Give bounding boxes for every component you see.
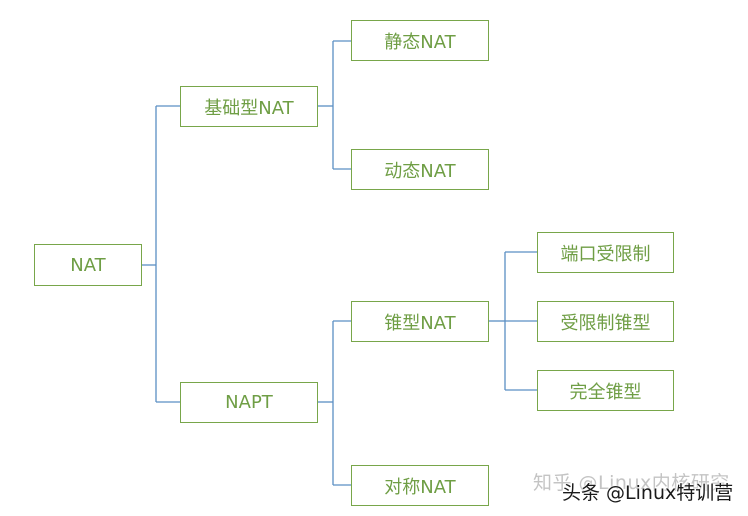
node-nat: NAT (34, 244, 142, 286)
node-static-nat: 静态NAT (351, 20, 489, 61)
toutiao-watermark: 头条 @Linux特训营 (562, 482, 734, 504)
node-port-restricted: 端口受限制 (537, 232, 674, 273)
node-symmetric-nat: 对称NAT (351, 465, 489, 506)
node-dynamic-nat: 动态NAT (351, 149, 489, 190)
node-full-cone: 完全锥型 (537, 370, 674, 411)
node-napt: NAPT (180, 382, 318, 423)
node-restricted-cone: 受限制锥型 (537, 301, 674, 342)
node-basic-nat: 基础型NAT (180, 86, 318, 127)
zhihu-watermark: 知乎 @Linux内核研究 (533, 472, 730, 494)
node-cone-nat: 锥型NAT (351, 301, 489, 342)
